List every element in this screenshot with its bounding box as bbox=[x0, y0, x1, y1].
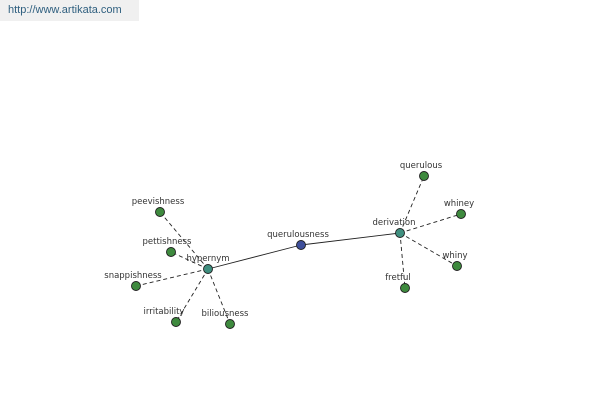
leaf-node-circle bbox=[166, 247, 176, 257]
center-node-circle bbox=[296, 240, 306, 250]
leaf-node-circle bbox=[155, 207, 165, 217]
edge-derivation-fretful bbox=[399, 232, 406, 289]
center-node-label: querulousness bbox=[267, 230, 329, 240]
leaf-node-label: biliousness bbox=[202, 309, 250, 319]
node-derivation: derivation bbox=[372, 218, 416, 238]
leaf-node-circle bbox=[171, 317, 181, 327]
edge-hypernym-biliousness bbox=[207, 268, 231, 325]
graph-nodes: peevishness pettishness snappishness irrita… bbox=[104, 161, 474, 329]
edge-center-hypernym bbox=[207, 244, 302, 270]
leaf-node-circle bbox=[456, 209, 466, 219]
leaf-node-circle bbox=[131, 281, 141, 291]
edge-hypernym-snappishness bbox=[135, 268, 209, 287]
edge-derivation-whiny bbox=[399, 232, 458, 267]
leaf-node-label: fretful bbox=[385, 273, 411, 283]
leaf-node-label: irritability bbox=[144, 307, 185, 317]
node-fretful: fretful bbox=[385, 273, 411, 293]
node-whiny: whiny bbox=[442, 251, 468, 271]
leaf-node-label: whiney bbox=[444, 199, 474, 209]
node-querulous: querulous bbox=[400, 161, 443, 181]
node-whiney: whiney bbox=[444, 199, 474, 219]
leaf-node-circle bbox=[452, 261, 462, 271]
edge-derivation-whiney bbox=[399, 213, 462, 234]
edge-derivation-querulous bbox=[399, 175, 425, 234]
edge-hypernym-peevishness bbox=[159, 211, 209, 270]
node-pettishness: pettishness bbox=[143, 237, 193, 257]
node-center: querulousness bbox=[267, 230, 329, 250]
relation-node-label: derivation bbox=[372, 218, 415, 228]
node-irritability: irritability bbox=[144, 307, 185, 327]
node-peevishness: peevishness bbox=[132, 197, 185, 217]
node-biliousness: biliousness bbox=[202, 309, 250, 329]
leaf-node-circle bbox=[400, 283, 410, 293]
watermark-url: http://www.artikata.com bbox=[0, 0, 139, 21]
edge-hypernym-irritability bbox=[175, 268, 209, 323]
relation-node-label: hypernym bbox=[186, 254, 229, 264]
leaf-node-label: querulous bbox=[400, 161, 443, 171]
leaf-node-label: pettishness bbox=[143, 237, 193, 247]
relation-node-circle bbox=[203, 264, 213, 274]
node-hypernym: hypernym bbox=[186, 254, 230, 274]
leaf-node-label: peevishness bbox=[132, 197, 185, 207]
edge-center-derivation bbox=[300, 232, 401, 246]
leaf-node-circle bbox=[419, 171, 429, 181]
node-snappishness: snappishness bbox=[104, 271, 162, 291]
graph-edges bbox=[135, 175, 462, 325]
leaf-node-label: snappishness bbox=[104, 271, 162, 281]
leaf-node-label: whiny bbox=[442, 251, 467, 261]
leaf-node-circle bbox=[225, 319, 235, 329]
relation-node-circle bbox=[395, 228, 405, 238]
